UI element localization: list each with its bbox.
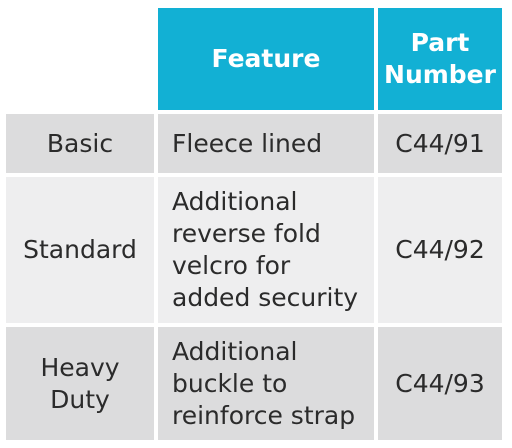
feature-label: Additional buckle to reinforce strap <box>172 336 356 430</box>
row-standard-feature: Additional reverse fold velcro for added… <box>158 177 374 323</box>
row-basic-feature: Fleece lined <box>158 114 374 173</box>
feature-label: Additional reverse fold velcro for added… <box>172 187 359 312</box>
row-standard-model: Standard <box>6 177 154 323</box>
header-feature: Feature <box>158 8 374 110</box>
row-standard-part-number: C44/92 <box>378 177 502 323</box>
model-label: Basic <box>46 128 114 158</box>
part-number-label: C44/93 <box>395 368 485 398</box>
part-number-label: C44/91 <box>395 128 485 158</box>
part-number-label: C44/92 <box>395 235 485 264</box>
row-heavy-duty-feature: Additional buckle to reinforce strap <box>158 327 374 440</box>
model-label: Heavy Duty <box>40 352 120 414</box>
header-part-number-label: Part Number <box>384 28 496 89</box>
row-heavy-duty-part-number: C44/93 <box>378 327 502 440</box>
model-label: Standard <box>23 235 137 264</box>
row-basic-part-number: C44/91 <box>378 114 502 173</box>
row-basic-model: Basic <box>6 114 154 173</box>
header-part-number: Part Number <box>378 8 502 110</box>
feature-label: Fleece lined <box>172 128 323 158</box>
row-heavy-duty-model: Heavy Duty <box>6 327 154 440</box>
header-feature-label: Feature <box>211 44 321 73</box>
